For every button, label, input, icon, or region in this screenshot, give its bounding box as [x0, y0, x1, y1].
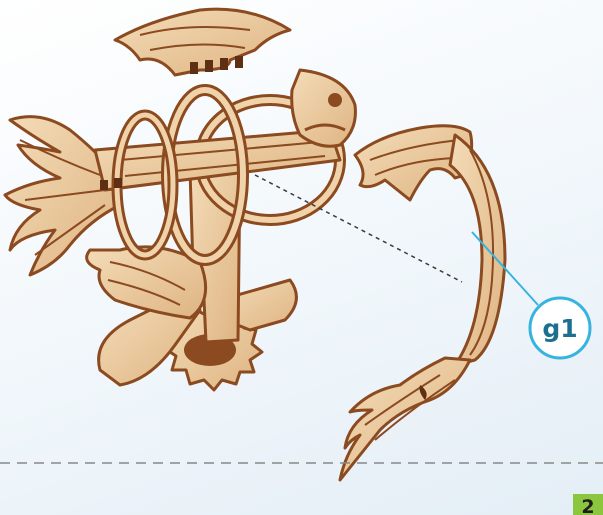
page-number: 2 [573, 494, 603, 515]
callout-g1: g1 [530, 298, 590, 358]
callout-label: g1 [542, 314, 577, 343]
assembly-guide-line [255, 175, 462, 282]
dorsal-fin [115, 9, 290, 75]
fish-model [5, 9, 355, 390]
detached-part-g1 [340, 126, 505, 480]
fish-head [292, 70, 356, 146]
